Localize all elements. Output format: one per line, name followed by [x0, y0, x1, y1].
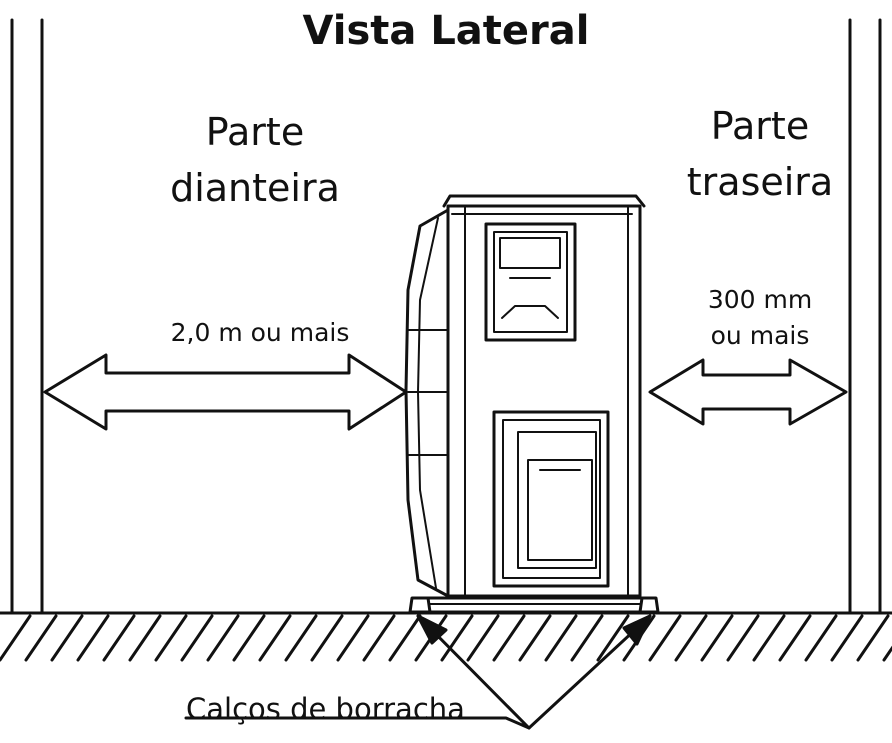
floor-hatch-line — [0, 614, 32, 662]
rubber-feet-label: Calços de borracha — [186, 692, 465, 726]
unit-body — [446, 204, 642, 598]
feet-pointer — [184, 614, 652, 730]
rubber-foot-rear — [638, 596, 660, 614]
floor-hatch-line — [154, 614, 188, 662]
floor-hatch-line — [752, 614, 786, 662]
floor-hatch-line — [830, 614, 864, 662]
floor-hatch-line — [778, 614, 812, 662]
floor-hatch-line — [258, 614, 292, 662]
floor-hatch-line — [284, 614, 318, 662]
rear-label-line1: Parte — [710, 104, 810, 148]
service-panel — [492, 410, 610, 588]
floor-hatch-line — [804, 614, 838, 662]
floor-hatch-line — [700, 614, 734, 662]
floor-hatch-line — [544, 614, 578, 662]
fan-grille — [404, 208, 450, 598]
front-distance-label: 2,0 m ou mais — [170, 318, 350, 347]
diagram-title: Vista Lateral — [302, 8, 590, 54]
outdoor-unit — [404, 194, 654, 614]
floor-hatch-line — [674, 614, 708, 662]
floor-hatch-line — [102, 614, 136, 662]
rear-distance-label: 300 mm ou mais — [660, 282, 860, 354]
rear-label-line2: traseira — [686, 160, 834, 204]
floor-hatch-line — [180, 614, 214, 662]
floor-hatch-line — [596, 614, 630, 662]
rear-wall — [848, 18, 882, 614]
floor-hatch-line — [648, 614, 682, 662]
floor-hatch-line — [362, 614, 396, 662]
floor-hatch-line — [24, 614, 58, 662]
unit-top — [442, 194, 646, 208]
front-wall — [10, 18, 44, 614]
floor-hatch-line — [726, 614, 760, 662]
rubber-foot-front — [408, 596, 432, 614]
floor-hatch-line — [232, 614, 266, 662]
floor-hatch-line — [518, 614, 552, 662]
rear-distance-line1: 300 mm — [707, 285, 813, 314]
floor-hatch-line — [50, 614, 84, 662]
rear-clearance-arrow — [648, 358, 848, 426]
floor-hatch-line — [310, 614, 344, 662]
floor — [0, 611, 892, 662]
floor-hatch-line — [336, 614, 370, 662]
floor-hatch-line — [856, 614, 890, 662]
floor-hatch-line — [388, 614, 422, 662]
floor-hatch-line — [76, 614, 110, 662]
floor-hatch-line — [128, 614, 162, 662]
front-side-label: Parte dianteira — [110, 104, 400, 216]
front-clearance-arrow — [43, 353, 408, 431]
front-label-line2: dianteira — [170, 166, 340, 210]
floor-hatch-line — [440, 614, 474, 662]
rear-distance-line2: ou mais — [710, 321, 810, 350]
floor-hatch-line — [466, 614, 500, 662]
floor-hatch-line — [570, 614, 604, 662]
handle-panel — [484, 222, 577, 342]
floor-hatch-line — [882, 645, 892, 662]
rear-side-label: Parte traseira — [660, 98, 860, 210]
floor-hatch-line — [492, 614, 526, 662]
front-label-line1: Parte — [205, 110, 305, 154]
floor-hatch-line — [206, 614, 240, 662]
